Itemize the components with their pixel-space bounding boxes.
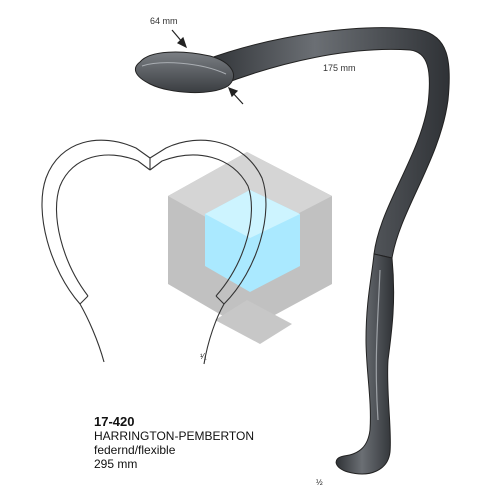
retractor-instrument (134, 27, 450, 475)
blade-profile-outline (41, 139, 267, 365)
instrument-scale-label: ½ (316, 478, 323, 487)
product-name: HARRINGTON-PEMBERTON (94, 429, 255, 443)
product-number: 17-420 (94, 414, 135, 429)
blade-length-label: 175 mm (323, 63, 356, 73)
blade-width-label: 64 mm (150, 16, 178, 26)
product-type: federnd/flexible (94, 443, 176, 457)
profile-scale-label: ¹⁄₁ (200, 352, 207, 361)
dimension-arrows (171, 29, 244, 105)
watermark-cube-logo (168, 152, 332, 344)
product-length: 295 mm (94, 457, 138, 471)
